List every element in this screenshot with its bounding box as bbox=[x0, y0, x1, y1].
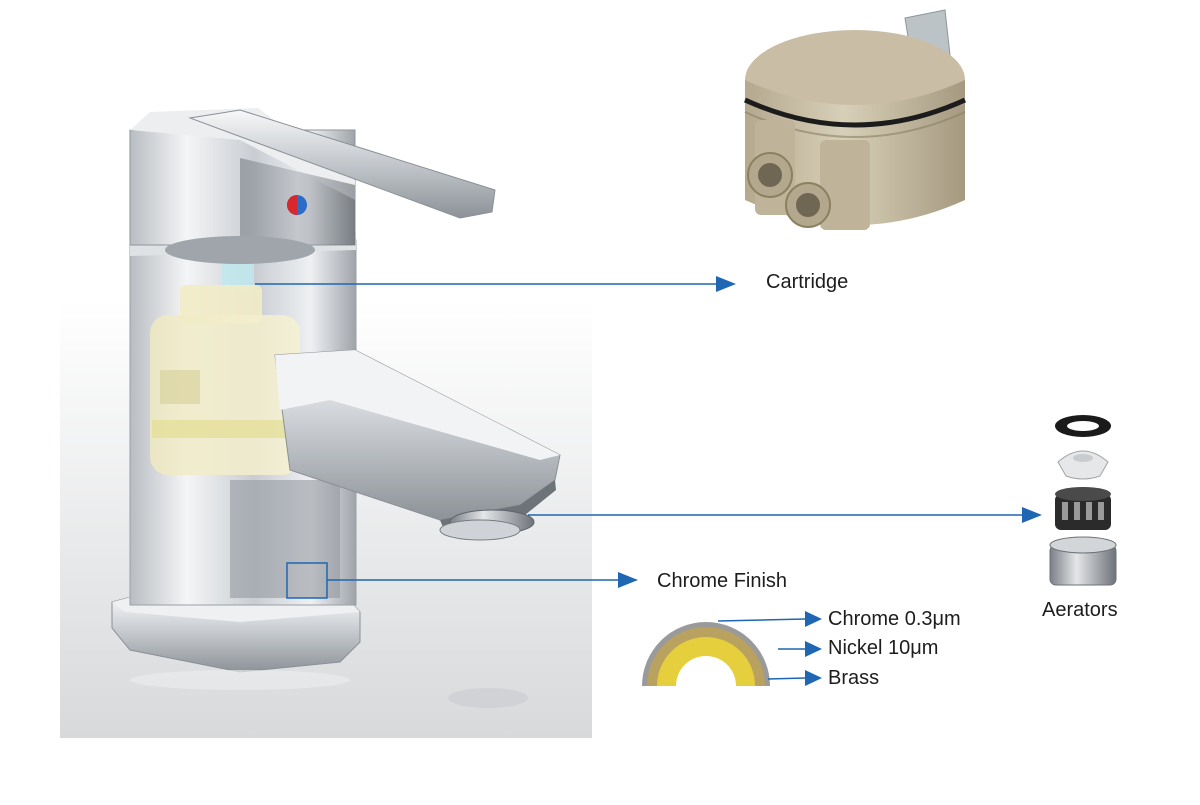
faucet-illustration bbox=[111, 108, 561, 708]
aerator-parts bbox=[1049, 415, 1117, 586]
chrome-finish-label: Chrome Finish bbox=[657, 570, 788, 592]
layer-label-nickel: Nickel 10μm bbox=[828, 637, 939, 659]
layer-label-brass: Brass bbox=[828, 667, 880, 689]
layer-cross-section bbox=[642, 611, 822, 686]
cartridge-illustration bbox=[743, 9, 967, 230]
layer-label-chrome: Chrome 0.3μm bbox=[828, 608, 961, 630]
cartridge-label: Cartridge bbox=[766, 271, 849, 293]
hot-indicator bbox=[287, 195, 297, 215]
callout-arrows bbox=[255, 276, 1042, 588]
aerators-label: Aerators bbox=[1042, 599, 1118, 621]
